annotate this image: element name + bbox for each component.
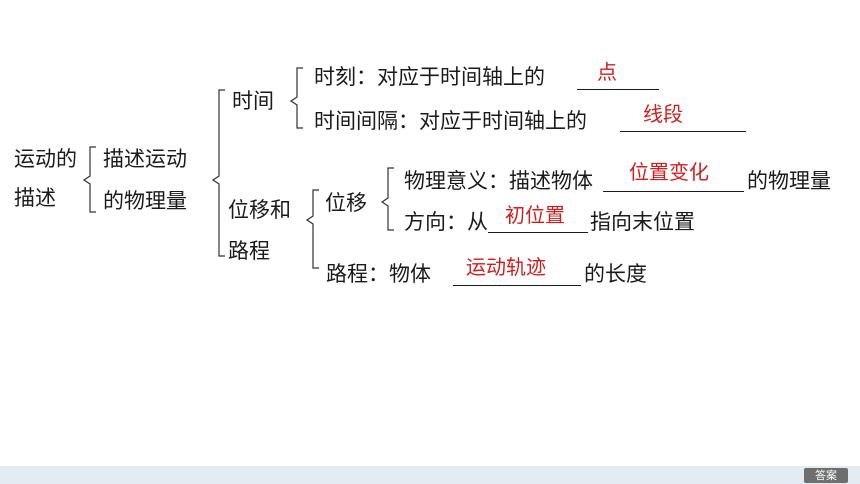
quantities-label-line1: 描述运动 [103, 147, 187, 171]
time-label: 时间 [232, 89, 274, 113]
interval-text: 时间间隔：对应于时间轴上的 [314, 109, 587, 133]
path-answer: 运动轨迹 [466, 255, 546, 279]
displacement-path-label-line2: 路程 [228, 239, 270, 263]
moment-answer: 点 [597, 60, 617, 84]
path-suffix: 的长度 [584, 262, 647, 286]
bracket-displacement-path [305, 189, 319, 269]
bracket-quantities [211, 89, 225, 257]
bracket-displacement [380, 167, 394, 231]
direction-blank [488, 232, 588, 233]
bracket-root [82, 146, 96, 213]
root-label-line1: 运动的 [14, 147, 77, 171]
bracket-time [289, 67, 303, 129]
meaning-blank [603, 191, 744, 192]
path-text: 路程：物体 [326, 262, 431, 286]
direction-text: 方向：从 [404, 210, 488, 234]
direction-suffix: 指向末位置 [590, 210, 695, 234]
meaning-suffix: 的物理量 [747, 169, 831, 193]
footer-bar [0, 466, 860, 484]
meaning-text: 物理意义：描述物体 [404, 169, 593, 193]
quantities-label-line2: 的物理量 [103, 189, 187, 213]
interval-blank [620, 131, 746, 132]
answer-button[interactable]: 答案 [804, 468, 848, 483]
moment-blank [577, 89, 659, 90]
moment-text: 时刻：对应于时间轴上的 [314, 65, 545, 89]
direction-answer: 初位置 [505, 203, 565, 227]
interval-answer: 线段 [643, 102, 683, 126]
displacement-label: 位移 [325, 191, 367, 215]
displacement-path-label-line1: 位移和 [228, 198, 291, 222]
path-blank [453, 285, 581, 286]
meaning-answer: 位置变化 [629, 160, 709, 184]
root-label-line2: 描述 [14, 186, 56, 210]
